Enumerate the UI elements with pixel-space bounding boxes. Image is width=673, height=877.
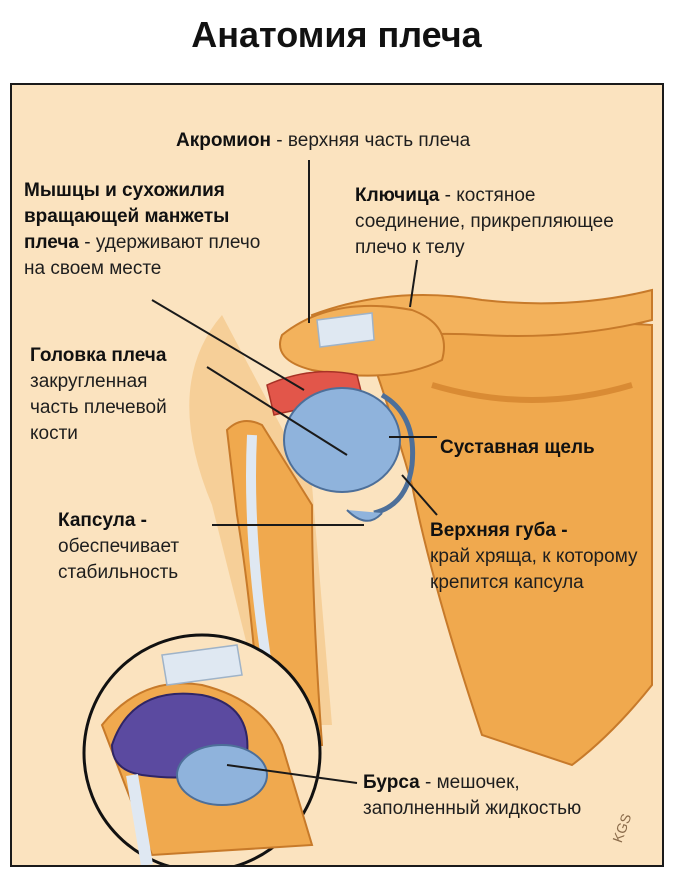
bursa-term: Бурса — [363, 772, 420, 793]
label-clavicle: Ключица - костяное соединение, прикрепля… — [355, 183, 614, 261]
leader-lines — [151, 160, 438, 784]
labrum-desc-line-2: крепится капсула — [430, 572, 584, 593]
labrum-term: Верхняя губа - — [430, 520, 568, 541]
ac-ligament — [316, 312, 375, 348]
clavicle-desc-line-1: соединение, прикрепляющее — [355, 211, 614, 232]
capsule-desc-line-2: стабильность — [58, 562, 179, 583]
leader-bursa — [226, 764, 358, 784]
clavicle-term: Ключица — [355, 185, 440, 206]
rotator-cuff-term-line-2: вращающей манжеты — [24, 206, 230, 227]
rotator-cuff-desc-rest: на своем месте — [24, 258, 162, 279]
rotator-cuff-term-line-1: Мышцы и сухожилия — [24, 180, 225, 201]
capsule-desc-line-1: обеспечивает — [58, 536, 180, 557]
humeral-head-desc-line-1: закругленная — [30, 371, 148, 392]
labrum-desc-line-1: край хряща, к которому — [430, 546, 638, 567]
page-title: Анатомия плеча — [191, 14, 482, 55]
label-acromion-desc: - верхняя часть плеча — [271, 130, 471, 151]
rotator-cuff-desc-first: - удерживают плечо — [79, 232, 261, 253]
rotator-cuff-term-line-3: плеча — [24, 232, 79, 253]
shoulder-illustration — [12, 85, 662, 865]
humeral-head-desc-line-2: часть плечевой — [30, 397, 167, 418]
label-acromion-term: Акромион — [176, 130, 272, 151]
clavicle-desc-line-2: плечо к телу — [355, 237, 465, 258]
capsule-term: Капсула - — [58, 510, 147, 531]
label-bursa: Бурса - мешочек, заполненный жидкостью — [363, 770, 581, 822]
joint-space-term: Суставная щель — [440, 437, 595, 458]
label-rotator-cuff: Мышцы и сухожилия вращающей манжеты плеч… — [24, 178, 260, 282]
label-humeral-head: Головка плеча закругленная часть плечево… — [30, 343, 167, 447]
humeral-head-term: Головка плеча — [30, 345, 167, 366]
label-labrum: Верхняя губа - край хряща, к которому кр… — [430, 518, 637, 596]
humeral-head-cartilage — [283, 387, 401, 493]
scapula-spine — [431, 382, 633, 403]
capsule-shape — [346, 509, 383, 522]
leader-humeral-head — [206, 366, 348, 456]
leader-clavicle — [409, 259, 418, 308]
inset-tendon — [126, 774, 153, 865]
biceps-tendon — [246, 434, 272, 666]
label-acromion: Акромион - верхняя часть плеча — [176, 128, 470, 154]
leader-rotator-cuff — [151, 299, 305, 391]
bursa-desc-line-1: заполненный жидкостью — [363, 798, 582, 819]
inset-ligament — [161, 644, 243, 686]
leader-labrum — [401, 474, 438, 516]
bursa-desc-first: - мешочек, — [419, 772, 520, 793]
labrum-shape — [373, 392, 416, 516]
inset-head — [176, 744, 268, 806]
illustration-frame: KGS — [10, 83, 664, 867]
humeral-head-desc-line-3: кости — [30, 423, 78, 444]
label-capsule: Капсула - обеспечивает стабильность — [58, 508, 179, 586]
clavicle-desc-first: - костяное — [439, 185, 536, 206]
label-joint-space: Суставная щель — [440, 435, 595, 461]
